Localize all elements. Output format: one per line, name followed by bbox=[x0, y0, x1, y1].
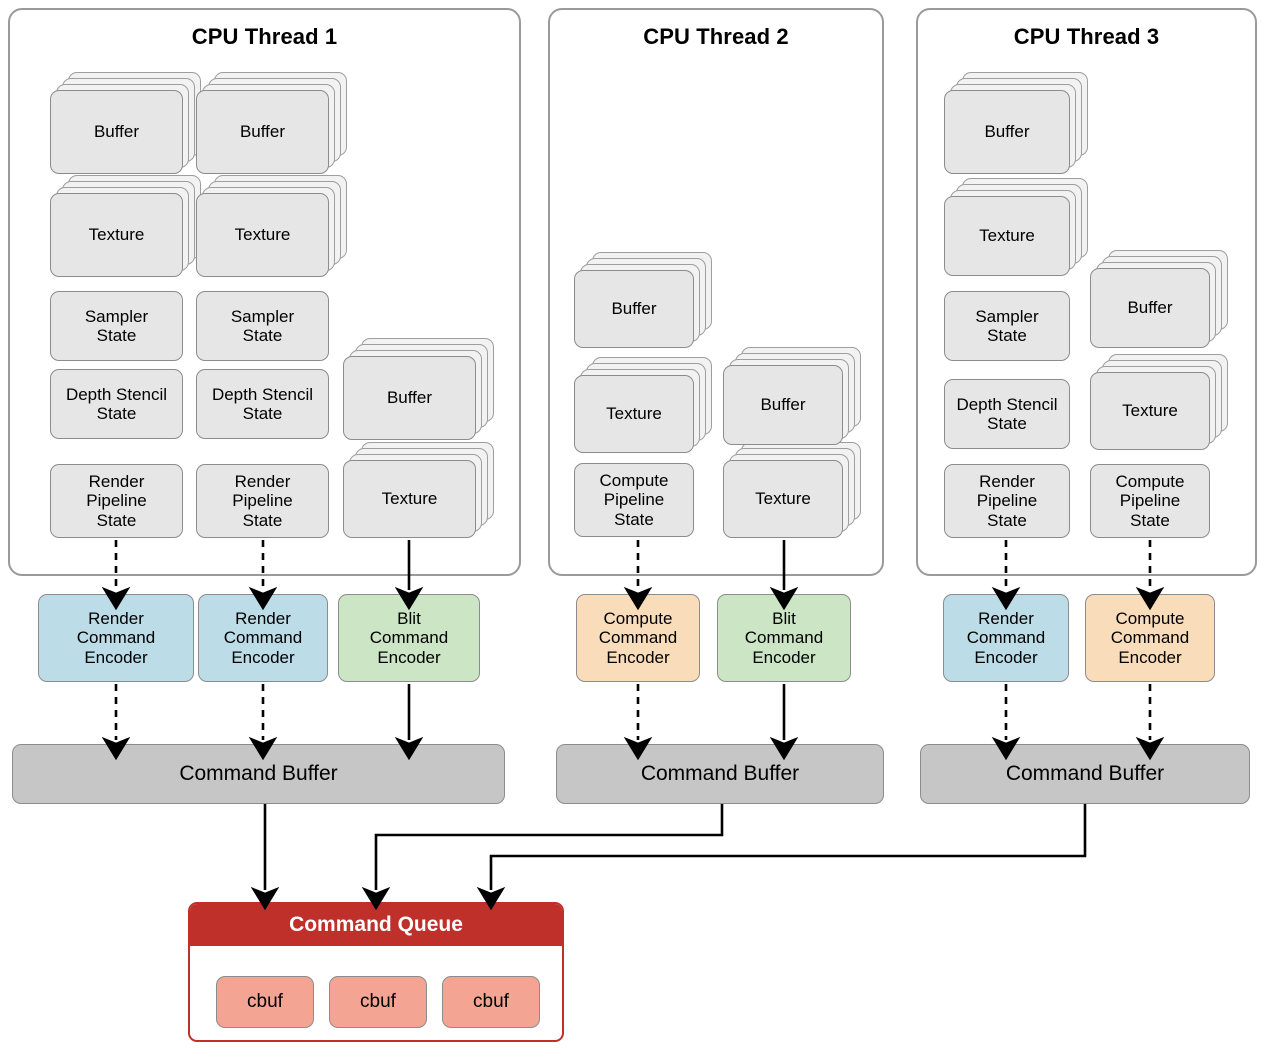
resource-card-label: Buffer bbox=[50, 90, 183, 174]
cbuf-item[interactable]: cbuf bbox=[442, 976, 540, 1028]
resource-card-label: Depth Stencil State bbox=[196, 369, 329, 439]
resource-card[interactable]: Buffer bbox=[50, 72, 201, 174]
resource-card-label: Sampler State bbox=[944, 291, 1070, 361]
resource-card-label: Buffer bbox=[196, 90, 329, 174]
resource-card[interactable]: Buffer bbox=[723, 347, 861, 445]
command-buffer[interactable]: Command Buffer bbox=[12, 744, 505, 804]
render-command-encoder[interactable]: Render Command Encoder bbox=[943, 594, 1069, 682]
compute-command-encoder[interactable]: Compute Command Encoder bbox=[576, 594, 700, 682]
resource-card[interactable]: Depth Stencil State bbox=[944, 379, 1070, 449]
resource-card-label: Texture bbox=[574, 375, 694, 453]
resource-card[interactable]: Texture bbox=[723, 442, 861, 538]
resource-card-label: Texture bbox=[196, 193, 329, 277]
resource-card[interactable]: Texture bbox=[343, 442, 494, 538]
cbuf-item[interactable]: cbuf bbox=[329, 976, 427, 1028]
resource-card-label: Compute Pipeline State bbox=[1090, 464, 1210, 538]
resource-card[interactable]: Compute Pipeline State bbox=[574, 463, 694, 537]
resource-card[interactable]: Buffer bbox=[343, 338, 494, 440]
resource-card-label: Buffer bbox=[723, 365, 843, 445]
resource-card-label: Buffer bbox=[1090, 268, 1210, 348]
resource-card[interactable]: Buffer bbox=[196, 72, 347, 174]
resource-card[interactable]: Buffer bbox=[574, 252, 712, 348]
resource-card-label: Render Pipeline State bbox=[50, 464, 183, 538]
resource-card[interactable]: Sampler State bbox=[196, 291, 329, 361]
resource-card[interactable]: Texture bbox=[944, 178, 1088, 276]
resource-card[interactable]: Buffer bbox=[1090, 250, 1228, 348]
resource-card-label: Buffer bbox=[343, 356, 476, 440]
compute-command-encoder[interactable]: Compute Command Encoder bbox=[1085, 594, 1215, 682]
thread-title: CPU Thread 1 bbox=[191, 24, 338, 49]
resource-card-label: Depth Stencil State bbox=[50, 369, 183, 439]
resource-card[interactable]: Texture bbox=[574, 357, 712, 453]
resource-card-label: Compute Pipeline State bbox=[574, 463, 694, 537]
command-buffer[interactable]: Command Buffer bbox=[556, 744, 884, 804]
resource-card-label: Texture bbox=[723, 460, 843, 538]
resource-card-label: Render Pipeline State bbox=[196, 464, 329, 538]
command-queue-body: cbuf cbuf cbuf bbox=[190, 946, 562, 1040]
resource-card[interactable]: Depth Stencil State bbox=[196, 369, 329, 439]
thread-title: CPU Thread 3 bbox=[1013, 24, 1160, 49]
render-command-encoder[interactable]: Render Command Encoder bbox=[198, 594, 328, 682]
resource-card[interactable]: Render Pipeline State bbox=[196, 464, 329, 538]
resource-card-label: Sampler State bbox=[50, 291, 183, 361]
resource-card-label: Texture bbox=[343, 460, 476, 538]
resource-card[interactable]: Render Pipeline State bbox=[50, 464, 183, 538]
thread-title: CPU Thread 2 bbox=[643, 24, 789, 49]
resource-card[interactable]: Texture bbox=[196, 175, 347, 277]
resource-card-label: Render Pipeline State bbox=[944, 464, 1070, 538]
resource-card[interactable]: Sampler State bbox=[944, 291, 1070, 361]
resource-card[interactable]: Texture bbox=[1090, 354, 1228, 450]
resource-card-label: Depth Stencil State bbox=[944, 379, 1070, 449]
blit-command-encoder[interactable]: Blit Command Encoder bbox=[717, 594, 851, 682]
resource-card-label: Texture bbox=[1090, 372, 1210, 450]
command-queue[interactable]: Command Queue cbuf cbuf cbuf bbox=[188, 902, 564, 1042]
resource-card[interactable]: Texture bbox=[50, 175, 201, 277]
command-queue-title: Command Queue bbox=[190, 904, 562, 946]
blit-command-encoder[interactable]: Blit Command Encoder bbox=[338, 594, 480, 682]
resource-card-label: Texture bbox=[944, 196, 1070, 276]
resource-card-label: Buffer bbox=[944, 90, 1070, 174]
resource-card-label: Texture bbox=[50, 193, 183, 277]
cbuf-item[interactable]: cbuf bbox=[216, 976, 314, 1028]
resource-card[interactable]: Render Pipeline State bbox=[944, 464, 1070, 538]
resource-card[interactable]: Depth Stencil State bbox=[50, 369, 183, 439]
resource-card[interactable]: Buffer bbox=[944, 72, 1088, 174]
resource-card-label: Buffer bbox=[574, 270, 694, 348]
command-buffer[interactable]: Command Buffer bbox=[920, 744, 1250, 804]
resource-card-label: Sampler State bbox=[196, 291, 329, 361]
resource-card[interactable]: Compute Pipeline State bbox=[1090, 464, 1210, 538]
render-command-encoder[interactable]: Render Command Encoder bbox=[38, 594, 194, 682]
resource-card[interactable]: Sampler State bbox=[50, 291, 183, 361]
